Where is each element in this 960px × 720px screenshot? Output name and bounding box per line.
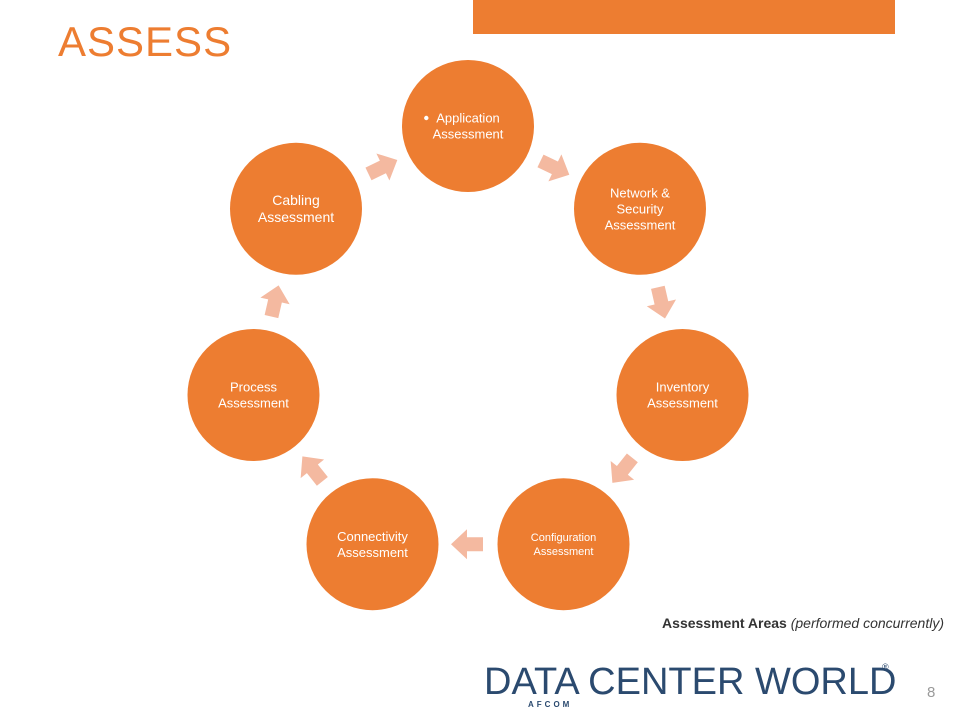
node-application-label-line: Assessment	[433, 127, 504, 142]
node-configuration-label-line: Configuration	[531, 532, 596, 544]
cycle-arrow-application-to-network	[537, 154, 570, 182]
data-center-world-logo: DATA CENTER WORLD AFCOM ®	[484, 660, 897, 710]
diagram-caption: Assessment Areas (performed concurrently…	[662, 615, 944, 631]
caption-title: Assessment Areas	[662, 615, 787, 631]
node-application-circle	[402, 60, 534, 192]
node-process-circle	[187, 329, 320, 461]
node-network-label-line: Assessment	[605, 217, 676, 232]
node-network-label-line: Security	[617, 201, 664, 216]
node-application-bullet	[424, 115, 429, 121]
node-network-label-line: Network &	[610, 185, 670, 200]
page-number: 8	[927, 684, 936, 701]
cycle-arrow-configuration-to-connectivity	[451, 529, 483, 560]
header-accent-bar	[473, 0, 895, 34]
node-application-label-line: Application	[436, 111, 500, 126]
node-inventory-label-line: Inventory	[656, 380, 710, 395]
cycle-arrow-connectivity-to-process	[300, 456, 328, 486]
node-network-circle	[574, 142, 706, 275]
cycle-arrow-inventory-to-configuration	[610, 453, 638, 483]
node-process-label-line: Assessment	[218, 396, 289, 411]
cycle-arrow-process-to-cabling	[260, 285, 290, 319]
node-cabling-circle	[230, 142, 362, 275]
node-connectivity-circle	[306, 478, 439, 611]
node-cabling-label-line: Cabling	[272, 192, 319, 208]
node-inventory-circle	[616, 329, 749, 461]
slide-title: ASSESS	[58, 18, 233, 65]
node-process-label-line: Process	[230, 380, 277, 395]
cycle-arrow-cabling-to-application	[365, 153, 398, 181]
logo-wordmark: DATA CENTER WORLD	[484, 661, 897, 703]
node-inventory-label-line: Assessment	[647, 396, 718, 411]
node-configuration-label-line: Assessment	[534, 546, 594, 558]
node-connectivity-label-line: Assessment	[337, 545, 408, 560]
node-connectivity-label-line: Connectivity	[337, 529, 408, 544]
cycle-arrow-network-to-inventory	[646, 285, 677, 319]
logo-registered-mark: ®	[882, 662, 889, 672]
cycle-arrows	[260, 153, 677, 560]
node-configuration-circle	[497, 478, 630, 611]
node-cabling-label-line: Assessment	[258, 209, 334, 225]
logo-tagline: AFCOM	[528, 700, 573, 709]
caption-note: (performed concurrently)	[790, 615, 944, 631]
